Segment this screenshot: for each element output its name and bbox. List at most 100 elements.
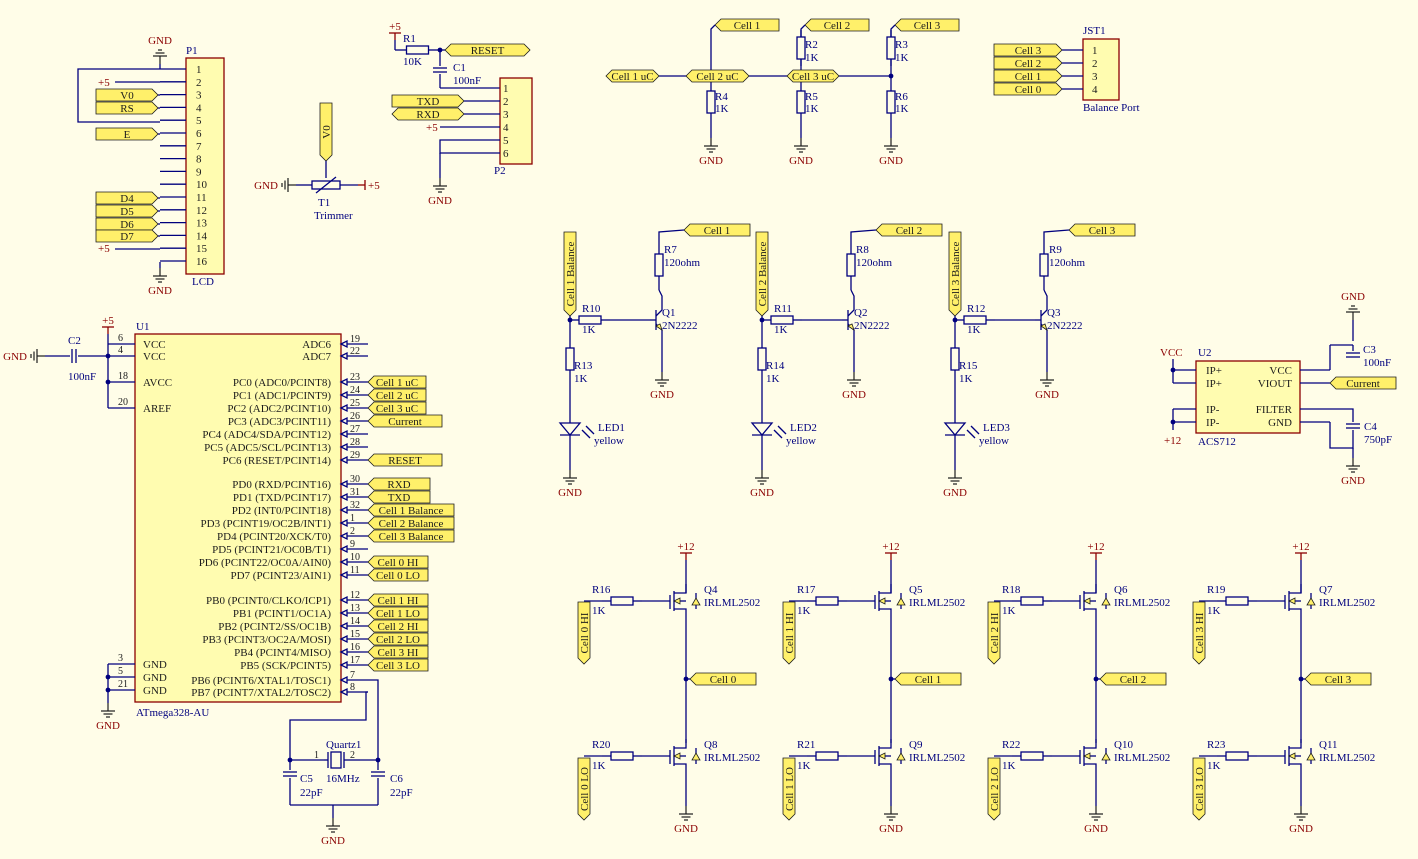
rc-value: 120ohm	[664, 257, 701, 269]
ground-symbol: GND	[650, 372, 674, 401]
net-flag-text: Cell 2 HI	[989, 612, 1001, 653]
ground-symbol: GND	[1341, 458, 1365, 487]
net-flag-shape	[95, 88, 159, 102]
net-flag-shape	[319, 102, 333, 162]
ground-symbol: GND	[842, 372, 866, 401]
wire	[970, 425, 980, 435]
net-flag-shape	[367, 490, 431, 504]
q-designator: Q11	[1319, 739, 1338, 751]
rl-designator: R14	[766, 360, 785, 372]
resistor-body	[1020, 751, 1044, 761]
gnd-label: GND	[1084, 823, 1108, 835]
net-flag-text: Cell 1 Balance	[565, 242, 577, 307]
wire	[439, 139, 500, 154]
u2-pin-name: IP+	[1206, 378, 1222, 390]
net-flag-text: Cell 1 LO	[376, 608, 420, 620]
u1-pin-arrow	[339, 479, 348, 489]
body-diode	[1306, 597, 1316, 606]
c6-capacitor	[371, 771, 385, 777]
u1-pin-name: PB0 (PCINT0/CLKO/ICP1)	[206, 595, 331, 607]
p2-body	[499, 77, 533, 165]
net-flag-text: Cell 0	[710, 674, 737, 686]
u1-net-flag: TXD	[367, 490, 431, 504]
p2-pin-number: 4	[503, 122, 509, 134]
net-flag-text: Cell 1 uC	[376, 377, 418, 389]
u1-pin-number: 14	[350, 616, 360, 627]
emitter-arrow	[847, 323, 855, 331]
u1-pin-name: PD2 (INT0/PCINT18)	[232, 505, 332, 517]
net-flag-text: Cell 1 Balance	[379, 505, 444, 517]
net-flag-shape	[755, 231, 769, 317]
emitter-arrow	[1040, 323, 1048, 331]
resistor-body	[1225, 751, 1249, 761]
net-flag-shape	[948, 231, 962, 317]
q-designator: Q1	[662, 307, 675, 319]
u1-pin-name: PD4 (PCINT20/XCK/T0)	[217, 531, 331, 543]
net-flag-text: Cell 1 HI	[784, 612, 796, 653]
gnd-label: GND	[321, 835, 345, 847]
gnd-label: GND	[650, 389, 674, 401]
u1-pin-number: 24	[350, 385, 360, 396]
power-label: +5	[98, 243, 110, 255]
gate-resistor	[602, 596, 642, 606]
u1-pin-number: 16	[350, 642, 360, 653]
resistor-body	[886, 36, 896, 60]
mosfet-arrow	[878, 597, 886, 605]
u1-pin-name: AREF	[143, 403, 171, 415]
power-port: +12	[1087, 541, 1105, 560]
r1-resistor	[395, 45, 440, 55]
net-flag-shape	[1329, 376, 1397, 390]
top-designator: R3	[895, 39, 908, 51]
net-flag-shape	[95, 204, 159, 218]
gnd-label: GND	[1341, 291, 1365, 303]
rc-value: 120ohm	[856, 257, 893, 269]
collector-resistor	[654, 240, 664, 290]
net-flag-text: Cell 1 HI	[378, 595, 419, 607]
u1-pin-arrow	[339, 687, 348, 697]
r-value: 1K	[797, 760, 811, 772]
u1-pin-name: ADC6	[302, 339, 331, 351]
net-flag-text: Cell 3 Balance	[950, 242, 962, 307]
net-flag-shape	[367, 593, 429, 607]
gnd-label: GND	[148, 35, 172, 47]
divider-bottom-resistor	[886, 76, 896, 128]
wire	[850, 229, 877, 240]
jst1-net-flag: Cell 0	[993, 82, 1063, 96]
u1-pin-name: PB2 (PCINT2/SS/OC1B)	[218, 621, 331, 633]
net-flag-shape	[804, 18, 870, 32]
q-designator: Q5	[909, 584, 923, 596]
ground-symbol: GND	[148, 35, 172, 64]
u1-atmega328: U1ATmega328-AU6VCC4VCC18AVCC20AREF3GND5G…	[3, 315, 455, 732]
u2-pin-name: VIOUT	[1258, 378, 1292, 390]
rl-value: 1K	[766, 373, 780, 385]
c3-designator: C3	[1363, 344, 1376, 356]
net-flag-shape	[894, 672, 962, 686]
ground-symbol: GND	[428, 178, 452, 207]
c1-value: 100nF	[453, 75, 481, 87]
net-flag-text: Cell 3	[1015, 45, 1042, 57]
p1-pin-number: 13	[196, 218, 208, 230]
mosfet-arrow	[673, 752, 681, 760]
net-flag-shape	[95, 127, 159, 141]
net-flag-text: Cell 3	[1325, 674, 1352, 686]
u1-pin-name: PD3 (PCINT19/OC2B/INT1)	[201, 518, 332, 530]
q-value: IRLML2502	[1114, 597, 1170, 609]
p1-pin-number: 5	[196, 115, 202, 127]
u1-net-flag: Cell 0 LO	[367, 568, 429, 582]
u1-pin-arrow	[339, 621, 348, 631]
junction-dot	[105, 379, 111, 385]
crystal-pin-number: 1	[314, 750, 319, 761]
resistor-body	[950, 347, 960, 371]
rb-value: 1K	[774, 324, 788, 336]
net-flag-text: Cell 2 uC	[696, 71, 738, 83]
q-value: 2N2222	[1047, 320, 1082, 332]
jst1-net-flag: Cell 1	[993, 69, 1063, 83]
net-flag-shape	[782, 757, 796, 821]
u2-pin-name: IP-	[1206, 404, 1220, 416]
p1-pin-number: 2	[196, 77, 202, 89]
u1-pin-number: 4	[118, 345, 123, 356]
net-flag-text: Cell 2 HI	[378, 621, 419, 633]
body-diode	[1101, 752, 1111, 761]
